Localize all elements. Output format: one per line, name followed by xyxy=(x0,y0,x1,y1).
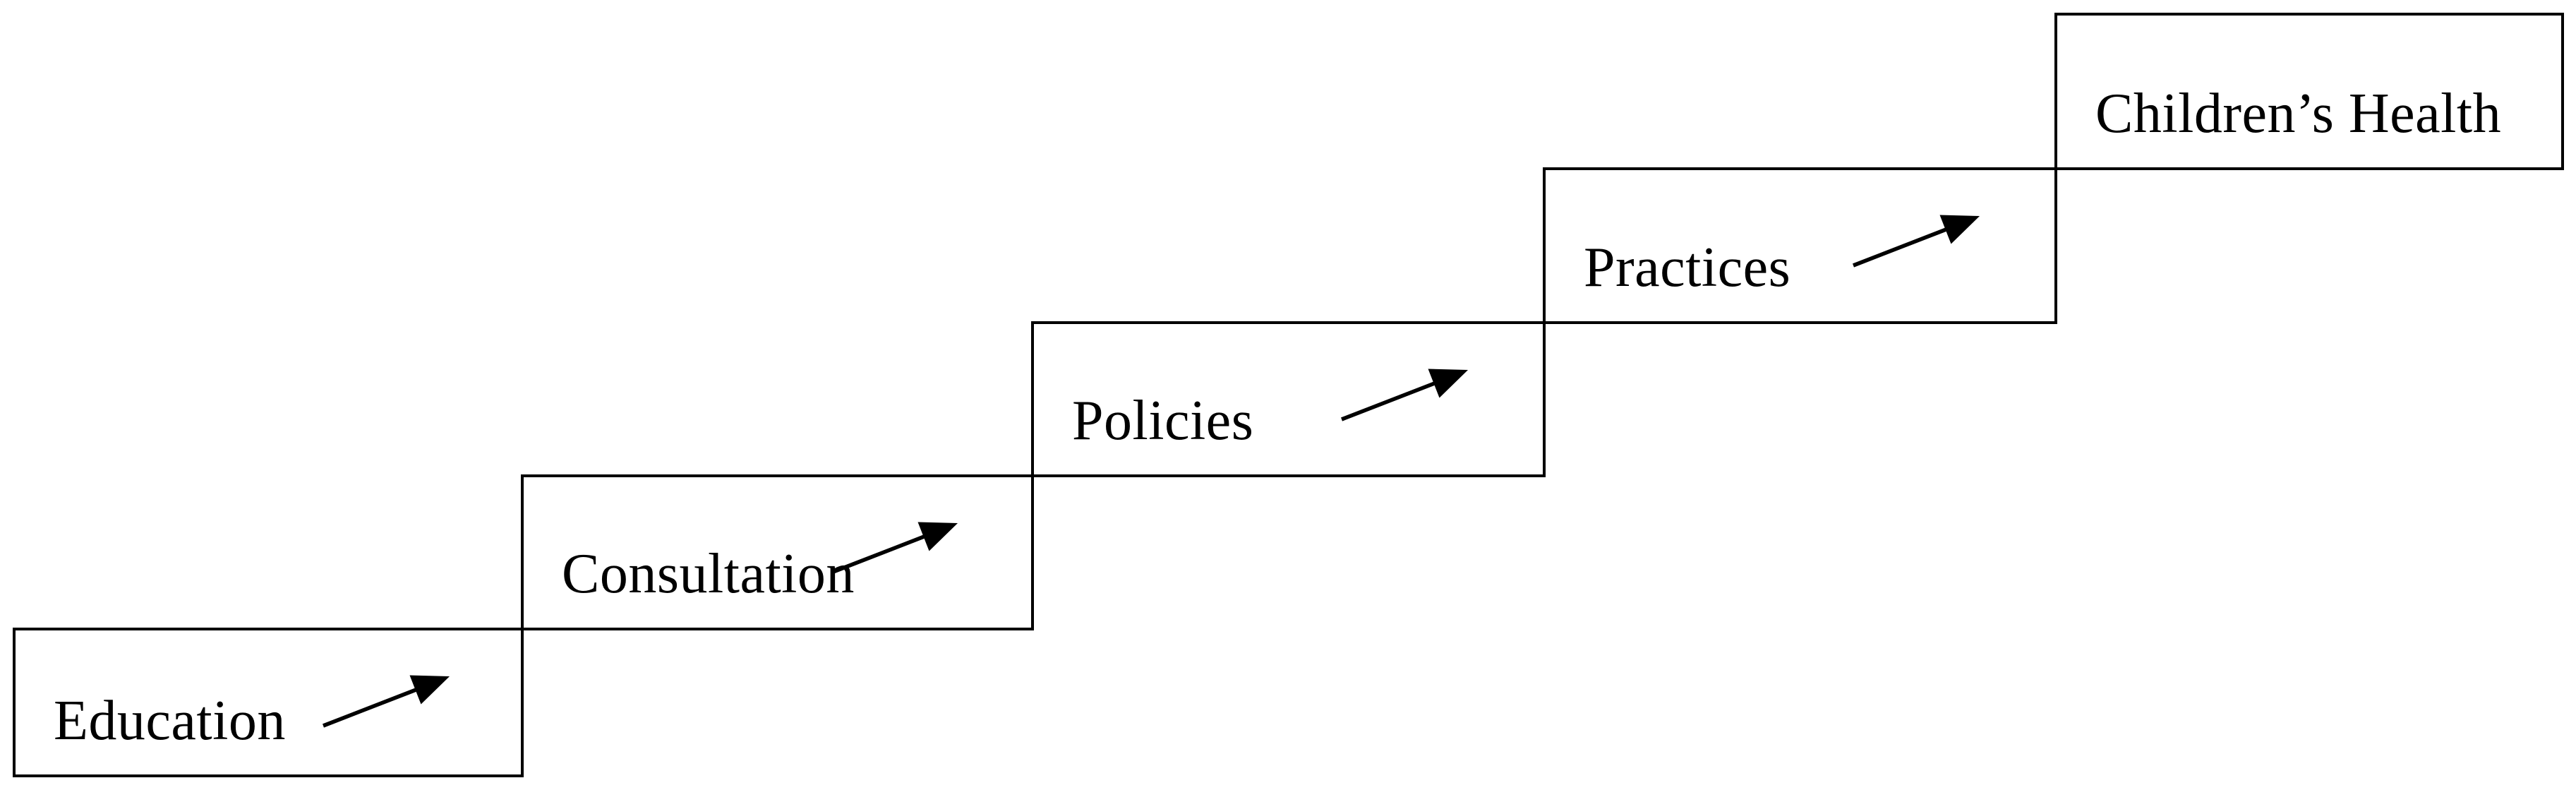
step-label-consultation: Consultation xyxy=(562,543,855,605)
step-box-education: Education xyxy=(13,628,524,777)
step-box-practices: Practices xyxy=(1543,167,2057,324)
step-box-policies: Policies xyxy=(1031,321,1546,477)
step-label-practices: Practices xyxy=(1584,237,1791,299)
up-right-arrow-icon xyxy=(323,675,450,728)
step-label-childrens-health: Children’s Health xyxy=(2095,83,2502,145)
step-label-policies: Policies xyxy=(1072,390,1254,452)
step-box-consultation: Consultation xyxy=(521,474,1034,630)
up-right-arrow-icon xyxy=(831,522,958,575)
up-right-arrow-icon xyxy=(1853,215,1980,268)
step-box-childrens-health: Children’s Health xyxy=(2054,13,2564,170)
step-label-education: Education xyxy=(54,690,286,752)
up-right-arrow-icon xyxy=(1341,369,1468,421)
